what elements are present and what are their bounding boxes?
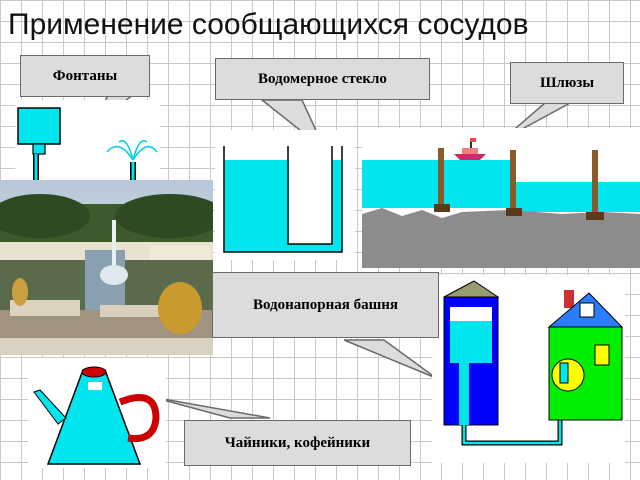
label-locks: Шлюзы xyxy=(510,62,624,104)
label-kettles: Чайники, кофейники xyxy=(184,420,411,466)
label-water-tower: Водонапорная башня xyxy=(212,272,439,338)
locks-diagram xyxy=(362,128,640,268)
tail-water-tower xyxy=(343,339,437,379)
kettle-diagram xyxy=(28,358,166,468)
water-gauge-diagram xyxy=(215,130,355,260)
page-title: Применение сообщающихся сосудов xyxy=(8,8,529,41)
label-water-gauge: Водомерное стекло xyxy=(215,58,430,100)
water-tower-diagram xyxy=(432,275,625,463)
fountain-photo xyxy=(0,180,213,355)
fountain-diagram xyxy=(15,100,160,188)
tail-kettles xyxy=(151,396,271,419)
label-fountains: Фонтаны xyxy=(20,55,150,97)
